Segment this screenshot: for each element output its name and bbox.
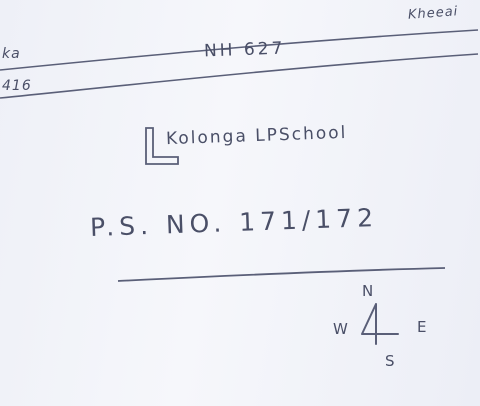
road-line-top xyxy=(0,29,479,71)
compass-west-label: W xyxy=(333,320,348,338)
compass-arrow xyxy=(361,303,399,345)
road-left-label-top: ka xyxy=(2,46,21,62)
compass-south-label: S xyxy=(385,352,395,370)
road-name-label: NH 627 xyxy=(203,38,286,62)
road-left-label-bottom: 416 xyxy=(2,78,32,94)
road-line-bottom xyxy=(0,53,479,99)
compass-east-label: E xyxy=(417,318,427,336)
base-line xyxy=(117,267,446,282)
school-symbol xyxy=(145,127,179,165)
compass-north-label: N xyxy=(362,282,374,300)
